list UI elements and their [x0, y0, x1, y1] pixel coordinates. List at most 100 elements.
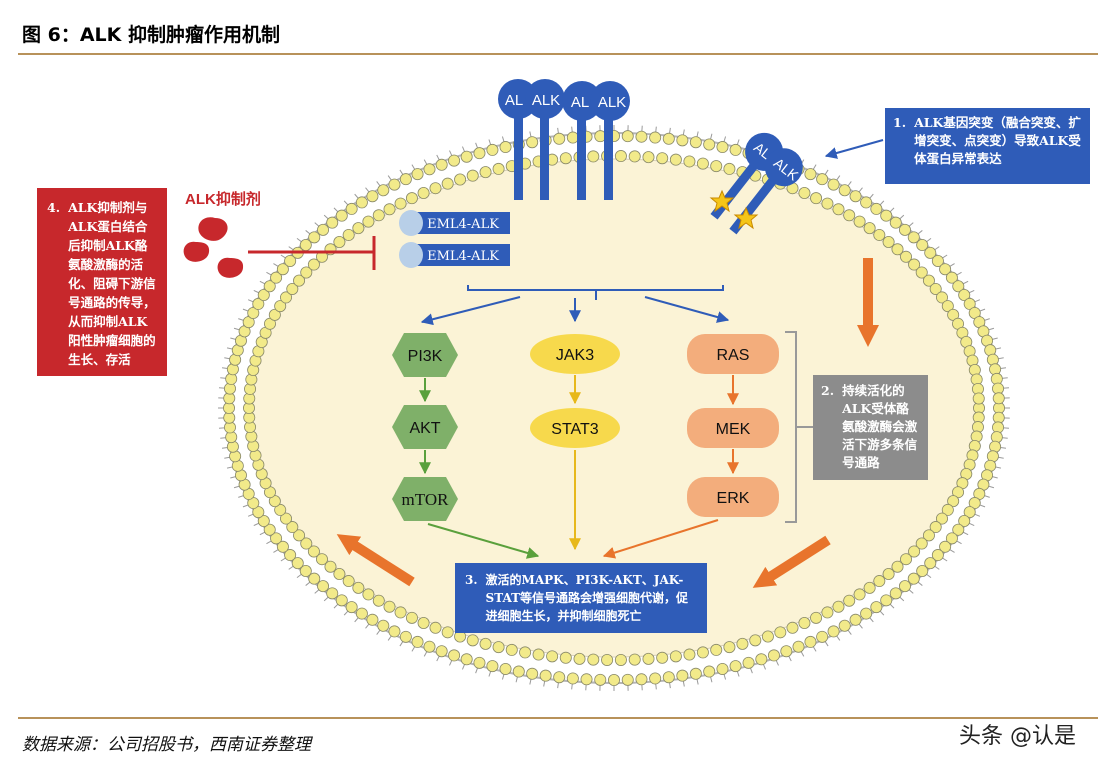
- lipid-head: [333, 568, 346, 581]
- ras-mapk-pathway: RAS MEK ERK: [687, 334, 779, 517]
- lipid-head: [703, 665, 716, 678]
- lipid-head: [257, 289, 270, 302]
- lipid-head: [429, 182, 442, 195]
- lipid-head: [880, 594, 893, 607]
- lipid-head: [929, 521, 942, 534]
- lipid-head: [466, 634, 479, 647]
- inhibition-line: [248, 236, 376, 270]
- lipid-head: [696, 646, 709, 659]
- lipid-head: [466, 169, 479, 182]
- lipid-head: [317, 580, 330, 593]
- lipid-head: [870, 601, 883, 614]
- lipid-head: [992, 392, 1005, 405]
- lipid-head: [958, 514, 971, 527]
- lipid-head: [827, 178, 840, 191]
- lipid-head: [601, 653, 614, 666]
- lipid-head: [972, 392, 985, 405]
- lipid-head: [880, 209, 893, 222]
- lipid-head: [683, 155, 696, 168]
- lipid-head: [559, 651, 572, 664]
- lipid-head: [362, 588, 375, 601]
- lipid-head: [736, 637, 749, 650]
- lipid-head: [798, 187, 811, 200]
- lipid-head: [345, 601, 358, 614]
- lipid-head: [916, 238, 929, 251]
- lipid-head: [729, 660, 742, 673]
- lipid-head: [377, 184, 390, 197]
- lipid-head: [939, 263, 952, 276]
- callout-4-text: ALK抑制剂与ALK蛋白结合后抑制ALK酪氨酸激酶的活化、阻碍下游信号通路的传导…: [68, 200, 156, 367]
- lipid-head: [931, 254, 944, 267]
- lipid-head: [924, 246, 937, 259]
- lipid-head: [916, 565, 929, 578]
- lipid-head: [352, 581, 365, 594]
- lipid-head: [252, 297, 265, 310]
- lipid-head: [280, 291, 293, 304]
- lipid-head: [729, 143, 742, 156]
- lipid-head: [383, 203, 396, 216]
- lipid-head: [566, 131, 579, 144]
- lipid-head: [355, 196, 368, 209]
- lipid-head: [931, 549, 944, 562]
- inhibitor-label: ALK抑制剂: [185, 191, 261, 208]
- lipid-head: [423, 163, 436, 176]
- lipid-head: [411, 168, 424, 181]
- signal-branch-arrows: [420, 285, 730, 326]
- top-rule: [18, 53, 1098, 55]
- lipid-head: [388, 625, 401, 638]
- lipid-head: [291, 557, 304, 570]
- converging-arrows: [427, 450, 719, 559]
- lipid-head: [853, 215, 866, 228]
- lipid-head: [460, 150, 473, 163]
- lipid-head: [335, 209, 348, 222]
- lipid-head: [307, 258, 320, 271]
- cell-membrane: [218, 125, 1010, 691]
- lipid-head: [922, 529, 935, 542]
- lipid-head: [792, 640, 805, 653]
- big-orange-arrows: [336, 258, 880, 588]
- lipid-head: [945, 271, 958, 284]
- lipid-head: [669, 153, 682, 166]
- lipid-head: [324, 560, 337, 573]
- lipid-head: [546, 650, 559, 663]
- lipid-head: [816, 630, 829, 643]
- lipid-head: [377, 619, 390, 632]
- receptor-label-al-2: AL: [571, 94, 589, 111]
- lipid-head: [816, 173, 829, 186]
- watermark: 头条 @认是: [959, 724, 1076, 749]
- lipid-head: [832, 203, 845, 216]
- lipid-head: [276, 263, 289, 276]
- figure-title: 图 6：ALK 抑制肿瘤作用机制: [22, 24, 280, 46]
- lipid-head: [873, 228, 886, 241]
- lipid-head: [532, 648, 545, 661]
- lipid-head: [669, 650, 682, 663]
- node-mtor: mTOR: [402, 490, 450, 509]
- lipid-head: [676, 669, 689, 682]
- lipid-head: [941, 503, 954, 516]
- lipid-head: [479, 637, 492, 650]
- lipid-head: [963, 297, 976, 310]
- receptor-label-al-1: AL: [505, 92, 523, 109]
- lipid-head: [263, 280, 276, 293]
- lipid-head: [628, 150, 641, 163]
- callout-box-4: 4. ALK抑制剂与ALK蛋白结合后抑制ALK酪氨酸激酶的活化、阻碍下游信号通路…: [37, 188, 167, 376]
- lipid-head: [676, 134, 689, 147]
- lipid-head: [300, 266, 313, 279]
- lipid-head: [915, 266, 928, 279]
- lipid-head: [635, 673, 648, 686]
- lipid-head: [512, 665, 525, 678]
- lipid-head: [526, 136, 539, 149]
- callout-4-number: 4.: [47, 200, 61, 215]
- lipid-head: [900, 553, 913, 566]
- node-erk: ERK: [717, 490, 750, 507]
- lipid-head: [326, 587, 339, 600]
- lipid-head: [810, 611, 823, 624]
- callout-1-arrow: [824, 139, 884, 159]
- lipid-head: [924, 557, 937, 570]
- lipid-head: [276, 540, 289, 553]
- lipid-head: [286, 282, 299, 295]
- lipid-head: [703, 138, 716, 151]
- lipid-head: [898, 223, 911, 236]
- lipid-head: [656, 152, 669, 165]
